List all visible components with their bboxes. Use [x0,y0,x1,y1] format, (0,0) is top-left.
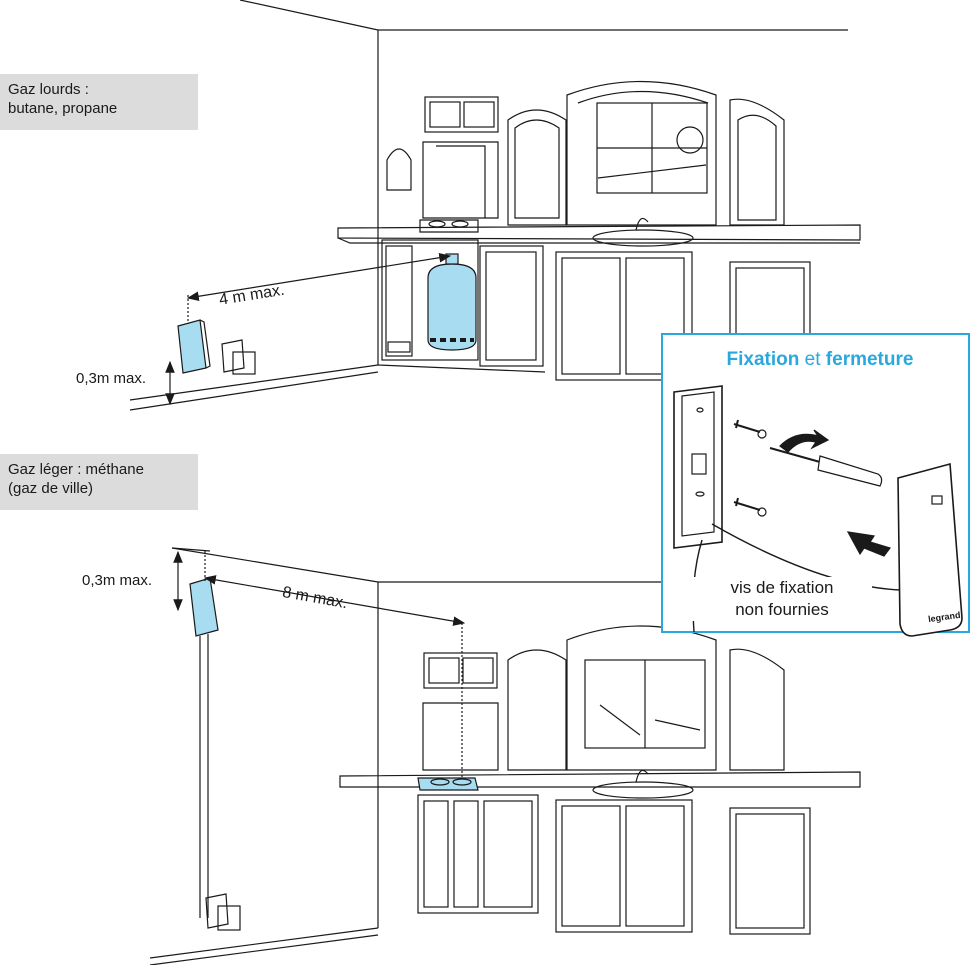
heavy-gas-line2: butane, propane [8,100,118,117]
gas-bottle-icon [427,253,477,351]
light-gas-label: Gaz léger : méthane (gaz de ville) [0,454,198,510]
inset-title-fixation: Fixation [726,349,800,370]
top-kitchen-scene [129,0,861,411]
inset-title-fermeture: fermeture [825,349,914,370]
inset-caption-line1: vis de fixation [730,578,834,597]
inset-caption-line2: non fournies [735,600,829,619]
inset-caption: vis de fixation non fournies [692,577,872,621]
wall-socket-icon [205,893,241,931]
screw-icon [733,497,767,517]
gas-detector-icon [189,577,219,918]
gas-detector-icon [177,319,211,374]
light-gas-line1: Gaz léger : méthane [8,461,144,478]
light-gas-height-label: 0,3m max. [82,572,153,589]
light-gas-line2: (gaz de ville) [8,480,94,497]
screwdriver-icon [769,429,883,487]
heavy-gas-line1: Gaz lourds : [8,81,89,98]
inset-title: Fixation et fermeture [682,349,958,371]
wall-socket-icon [221,339,256,375]
inset-title-connector: et [804,349,821,370]
screw-icon [733,419,767,439]
heavy-gas-label: Gaz lourds : butane, propane [0,74,198,130]
heavy-gas-height-label: 0,3m max. [76,370,147,387]
